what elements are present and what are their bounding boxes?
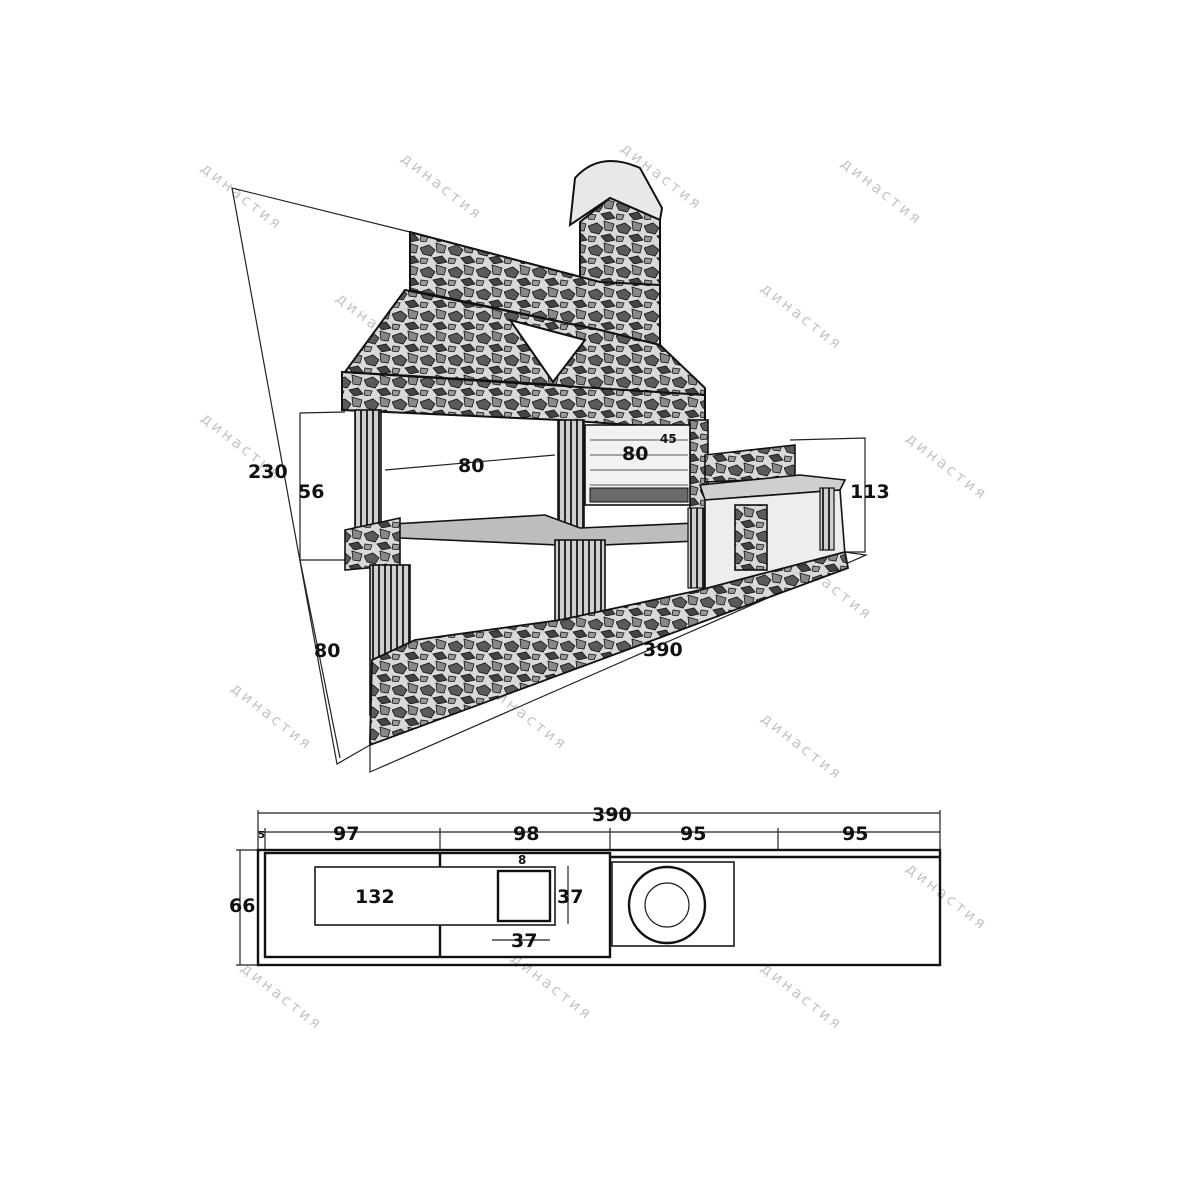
plan-outline xyxy=(256,848,942,967)
watermark: династия xyxy=(238,959,327,1034)
upper-left-column xyxy=(354,409,382,529)
plan-dim-seg4: 95 xyxy=(842,823,868,845)
watermark: династия xyxy=(838,154,927,229)
upper-center-column xyxy=(557,419,585,531)
dim-total-length: 390 xyxy=(643,639,683,661)
plan-dim-firebox: 132 xyxy=(355,886,395,908)
plan-square xyxy=(496,869,552,923)
watermark: династия xyxy=(758,959,847,1034)
cooker-door xyxy=(734,504,768,571)
plan-dim-seg2: 98 xyxy=(513,823,539,845)
grill-bars xyxy=(590,439,688,486)
plan-dim-square-width: 37 xyxy=(511,930,537,952)
plan-cooker xyxy=(611,861,735,947)
base-platform xyxy=(369,550,850,747)
dim-height-total: 230 xyxy=(248,461,288,483)
opening-width-dimension-line xyxy=(384,454,556,471)
plan-dim-total: 390 xyxy=(592,804,632,826)
watermark: династия xyxy=(903,429,992,504)
right-column xyxy=(819,487,835,551)
plan-dim-depth: 66 xyxy=(229,895,255,917)
watermark: династия xyxy=(228,679,317,754)
side-shelf xyxy=(344,517,401,571)
height-dimension-line xyxy=(231,187,411,765)
lower-dimension-line xyxy=(299,559,341,759)
counter-height-dimension-line xyxy=(789,437,866,553)
watermark: династия xyxy=(758,709,847,784)
plan-firebox xyxy=(314,866,556,926)
upper-counter xyxy=(372,514,721,547)
watermark: династия xyxy=(398,149,487,224)
plan-burner-inner-icon xyxy=(644,882,690,928)
plan-dim-seg3: 95 xyxy=(680,823,706,845)
grill-grate xyxy=(589,487,689,503)
chimney-cap xyxy=(568,160,664,228)
dim-grill-depth: 45 xyxy=(660,432,677,446)
plan-burner-outer-icon xyxy=(627,865,707,945)
plan-dim-small-gap: 8 xyxy=(518,853,526,867)
dim-opening-width: 80 xyxy=(458,455,484,477)
watermark: династия xyxy=(198,159,287,234)
mid-column xyxy=(687,507,705,589)
plan-left-block xyxy=(263,851,612,959)
watermark: династия xyxy=(758,279,847,354)
dim-upper-opening: 56 xyxy=(298,481,324,503)
dim-counter-height: 113 xyxy=(850,481,890,503)
upper-opening-dimension-line xyxy=(299,411,346,561)
hood-vent-opening xyxy=(507,318,587,384)
iso-view: 230 56 80 80 80 45 113 390 xyxy=(231,160,890,773)
watermark: династия xyxy=(903,859,992,934)
right-counter-top xyxy=(698,474,847,501)
watermark: династия xyxy=(508,949,597,1024)
plan-dim-seg1: 97 xyxy=(333,823,359,845)
dim-grill-width: 80 xyxy=(622,443,648,465)
plan-dim-edge-gap: 5 xyxy=(258,830,265,841)
plan-view: 390 5 97 98 95 95 66 132 8 37 37 xyxy=(229,804,942,967)
plan-dim-square-height: 37 xyxy=(557,886,583,908)
dim-lower-height: 80 xyxy=(314,640,340,662)
